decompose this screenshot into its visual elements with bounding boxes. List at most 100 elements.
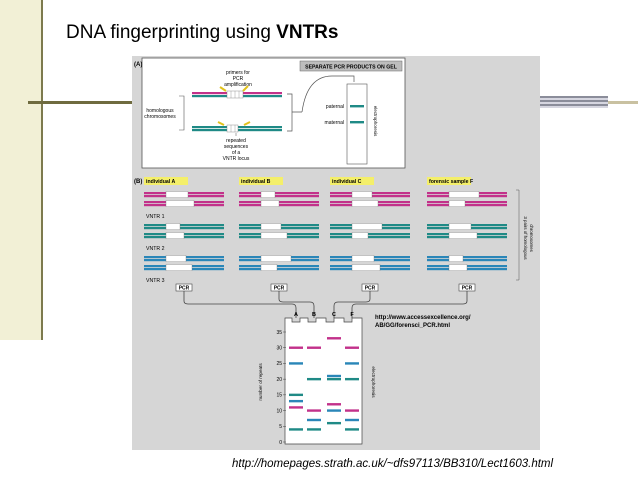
- primers-label-3: amplification: [224, 82, 252, 88]
- lane-label: C: [332, 312, 336, 318]
- maternal-band: [350, 121, 364, 124]
- title-rule-right-end: [608, 101, 638, 104]
- y-tick-label: 0: [279, 440, 282, 446]
- paternal-label: paternal: [326, 104, 344, 110]
- chromosome-strand: [239, 265, 319, 268]
- gel-band: [289, 399, 303, 403]
- gel-a: [346, 83, 368, 165]
- vntr-repeat-block: [448, 264, 468, 271]
- vntr-repeat-block: [165, 200, 195, 207]
- individual-label: individual B: [241, 179, 271, 185]
- gel-band: [327, 377, 341, 381]
- url-line-1[interactable]: http://www.accessexcellence.org/: [375, 315, 471, 321]
- individual-highlight: [239, 177, 283, 185]
- vntr-repeat-block: [351, 200, 379, 207]
- gel-band: [289, 393, 303, 397]
- lane-label: A: [294, 312, 298, 318]
- gel-band: [307, 377, 321, 381]
- vntr-repeat-block: [351, 191, 373, 198]
- vntr-repeat-block: [165, 223, 181, 230]
- vntr-repeat-block: [260, 264, 278, 271]
- chromosome-strand: [427, 201, 507, 204]
- homologous-bracket: [179, 95, 185, 131]
- url-line-2[interactable]: AB/GG/forensci_PCR.html: [375, 323, 450, 329]
- vntr-repeat-block: [448, 232, 478, 239]
- chromosome-strand: [330, 236, 410, 239]
- individual-highlight: [144, 177, 188, 185]
- pcr-bracket: [287, 93, 302, 132]
- pcr-label: PCR: [274, 286, 285, 292]
- vntr-repeat-block: [448, 255, 464, 262]
- panel-a-label: (A): [134, 62, 142, 68]
- repeated-label-1: repeated: [226, 138, 246, 144]
- chromosome-strand: [144, 227, 224, 230]
- source-credit[interactable]: http://homepages.strath.ac.uk/~dfs97113/…: [232, 458, 554, 470]
- pcr-label: PCR: [365, 286, 376, 292]
- pcr-label: PCR: [179, 286, 190, 292]
- chromosome-strand: [144, 224, 224, 227]
- y-tick-label: 10: [276, 408, 282, 414]
- left-accent-line: [41, 0, 43, 340]
- gel-band: [327, 409, 341, 412]
- gel-band: [327, 403, 341, 406]
- homologous-label-2: chromosomes: [144, 114, 176, 120]
- side-label-1: 3 pairs of homologous: [523, 216, 528, 260]
- side-label-2: chromosomes: [529, 224, 534, 252]
- primer-marks: [217, 85, 251, 126]
- vntr-repeat-block: [448, 223, 472, 230]
- gel-bands: [289, 337, 359, 431]
- vntr-repeat-block: [448, 200, 466, 207]
- title-bold: VNTRs: [276, 22, 339, 43]
- gel-band: [289, 362, 303, 365]
- vntr-repeat-block: [260, 255, 292, 262]
- gel-arrow: [301, 75, 355, 113]
- gel-band: [327, 374, 341, 378]
- y-tick-label: 25: [276, 361, 282, 367]
- vntr-repeat-block: [260, 191, 276, 198]
- title-rule-left: [28, 101, 132, 104]
- connector-a: [183, 291, 297, 318]
- left-accent-bar: [0, 0, 42, 340]
- gel-band: [345, 428, 359, 431]
- panel-a-header-box: [299, 60, 403, 72]
- primers-label-2: PCR: [233, 76, 244, 82]
- maternal-label: maternal: [325, 120, 344, 126]
- paternal-band: [350, 105, 364, 108]
- gel-band: [289, 346, 303, 349]
- vntr-figure: (A) SEPARATE PCR PRODUCTS ON GEL primers…: [132, 56, 540, 450]
- vntr-repeat-block: [165, 232, 185, 239]
- y-axis-label: number of repeats: [258, 363, 263, 401]
- connector-c: [333, 291, 371, 318]
- vntr-repeat-block: [165, 255, 187, 262]
- vntr-repeat-block: [260, 223, 282, 230]
- y-tick-label: 20: [276, 377, 282, 383]
- vntr-repeat-block: [351, 264, 381, 271]
- y-tick-label: 30: [276, 346, 282, 352]
- individual-label: individual C: [332, 179, 362, 185]
- gel-band: [307, 409, 321, 412]
- gel-band: [345, 418, 359, 422]
- gel-band: [345, 377, 359, 381]
- side-bracket: [516, 189, 520, 281]
- gel-band: [307, 346, 321, 349]
- gel-band: [307, 418, 321, 422]
- gel-band: [289, 428, 303, 431]
- gel-band: [289, 406, 303, 409]
- chromosome-strand: [427, 256, 507, 259]
- vntr-label: VNTR 3: [146, 278, 165, 284]
- vntr-repeat-block: [351, 223, 383, 230]
- vntr-repeat-block: [351, 255, 375, 262]
- y-tick-label: 15: [276, 393, 282, 399]
- gel-band: [327, 337, 341, 340]
- pcr-label: PCR: [462, 286, 473, 292]
- vntr-repeat-block: [448, 191, 480, 198]
- individual-label: forensic sample F: [429, 179, 473, 185]
- gel-band: [345, 409, 359, 412]
- vntr-repeat-block: [351, 232, 369, 239]
- vntr-diagram: (A) SEPARATE PCR PRODUCTS ON GEL primers…: [134, 57, 534, 446]
- chromosome-rows: [144, 191, 507, 271]
